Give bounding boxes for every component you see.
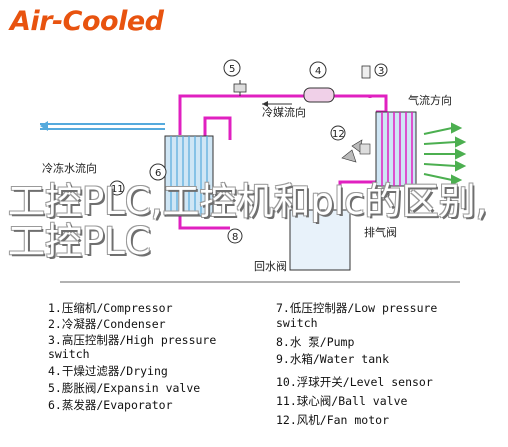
callout-8: 8 [232,232,238,243]
air-flow-arrows [423,122,467,186]
legend-item: 12.风机/Fan motor [276,413,390,427]
expansion-valve: 5 [223,59,247,96]
legend-item: 6.蒸发器/Evaporator [48,398,173,412]
callout-12: 12 [332,129,345,140]
brand-title: Air-Cooled [10,6,164,37]
legend-item: 5.膨胀阀/Expansin valve [48,381,201,395]
chilled-water-pipe [40,123,165,130]
return-valve-label: 回水阀 [254,259,287,273]
refrigeration-diagram: 5 4 3 冷媒流向 气流方向 [40,59,467,283]
legend-item: 11.球心阀/Ball valve [276,394,408,408]
legend-item: 8.水 泵/Pump [276,335,355,349]
legend-item: 7.低压控制器/Low pressure [276,301,438,315]
legend-item: 1.压缩机/Compressor [48,301,173,315]
refrigerant-flow-label: 冷媒流向 [262,105,306,119]
drain-valve-label: 排气阀 [364,225,397,239]
refrigerant-flow-arrow [262,101,292,107]
condenser [375,111,417,187]
callout-3: 3 [378,66,384,77]
callout-4: 4 [315,66,321,77]
ball-valve-callout: 11 [109,180,125,196]
condenser-callout: 2 [376,187,390,201]
fan-motor: 12 [330,125,371,163]
high-pressure-switch: 3 [361,63,388,79]
drying-filter: 4 [303,61,335,103]
legend-item: 2.冷凝器/Condenser [48,317,166,331]
legend-item: switch [48,347,90,361]
chilled-water-arrow [40,121,48,131]
evaporator: 6 [149,135,214,217]
legend-item: 10.浮球开关/Level sensor [276,375,433,389]
air-flow-label: 气流方向 [408,93,452,107]
water-tank [289,209,351,271]
legend-item: 4.干燥过滤器/Drying [48,364,168,378]
pump: 8 [227,228,243,244]
overlay-title: 工控PLC,工控机和plc的区别,工控PLC [8,180,488,263]
chilled-water-flow-label: 冷冻水流向 [42,161,97,175]
legend-item: switch [276,316,318,330]
callout-2: 2 [380,190,386,201]
callout-5: 5 [229,64,235,75]
callout-11: 11 [111,184,124,195]
callout-6: 6 [155,168,161,179]
legend-item: 3.高压控制器/High pressure [48,333,217,347]
legend-item: 9.水箱/Water tank [276,352,390,366]
